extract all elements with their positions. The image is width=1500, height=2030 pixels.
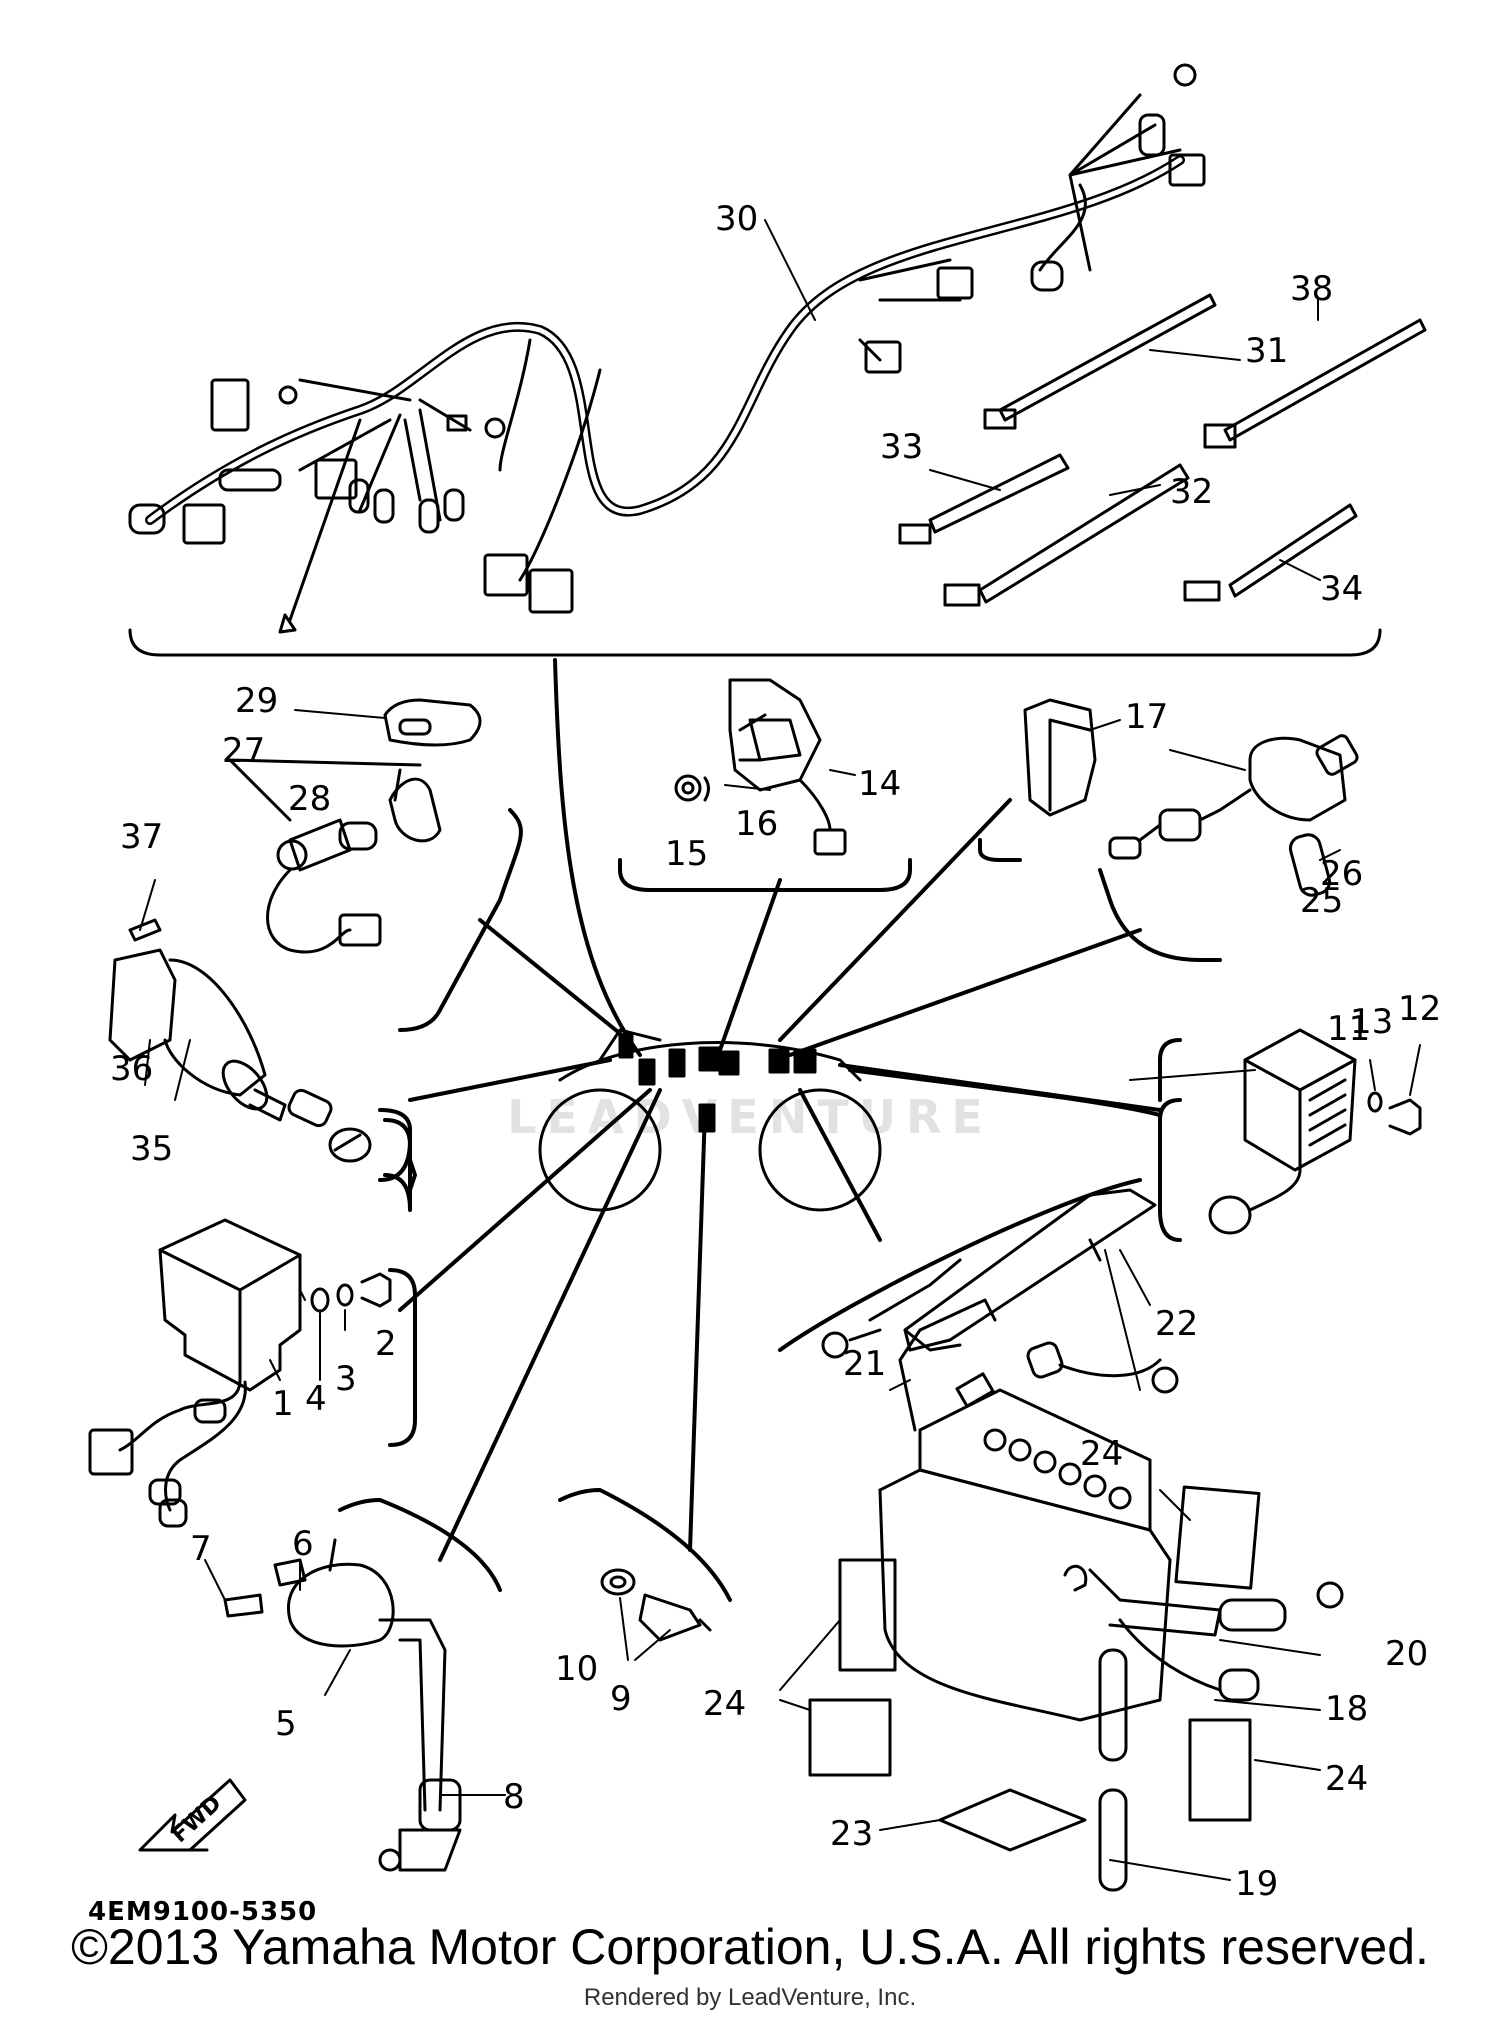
wire-harness [145, 93, 1185, 622]
callout-15: 15 [665, 834, 708, 874]
fwd-label: FWD [167, 1791, 227, 1848]
callout-18: 18 [1325, 1689, 1368, 1729]
callout-labels: 1 2 3 4 5 6 7 8 9 10 11 12 13 14 15 16 1… [110, 199, 1441, 1904]
battery-band [903, 1188, 1157, 1352]
sensor-group [228, 698, 482, 954]
callout-37: 37 [120, 817, 163, 857]
callout-16: 16 [735, 804, 778, 844]
rectifier [1208, 1028, 1422, 1235]
callout-23: 23 [830, 1814, 873, 1854]
callout-3: 3 [335, 1359, 357, 1399]
callout-21: 21 [843, 1344, 886, 1384]
ignition-coil [223, 1538, 462, 1872]
callout-24c: 24 [1325, 1759, 1368, 1799]
callout-11: 11 [1327, 1009, 1370, 1049]
callout-7: 7 [190, 1529, 212, 1569]
leader-lines [398, 658, 1162, 1562]
callout-10: 10 [555, 1649, 598, 1689]
callout-33: 33 [880, 427, 923, 467]
callout-leaders [139, 219, 1421, 1881]
callout-38: 38 [1290, 269, 1333, 309]
callout-2: 2 [375, 1324, 397, 1364]
callout-17: 17 [1125, 697, 1168, 737]
main-switch [108, 918, 372, 1163]
callout-8: 8 [503, 1777, 525, 1817]
callout-6: 6 [292, 1524, 314, 1564]
callout-24b: 24 [703, 1684, 746, 1724]
callout-1: 1 [272, 1384, 294, 1424]
harness-connectors [128, 63, 1206, 634]
vehicle-outline [538, 1028, 882, 1212]
callout-4: 4 [305, 1379, 327, 1419]
callout-30: 30 [715, 199, 758, 239]
relay [1023, 698, 1097, 817]
neutral-switch [600, 1568, 712, 1642]
group-brackets [338, 808, 1222, 1602]
callout-32: 32 [1170, 472, 1213, 512]
callout-20: 20 [1385, 1634, 1428, 1674]
callout-22: 22 [1155, 1304, 1198, 1344]
harness-brace [128, 628, 1382, 657]
callout-19: 19 [1235, 1864, 1278, 1904]
callout-26: 26 [1320, 854, 1363, 894]
battery [808, 1258, 1344, 1892]
callout-34: 34 [1320, 569, 1363, 609]
callout-28: 28 [288, 779, 331, 819]
copyright-notice: ©2013 Yamaha Motor Corporation, U.S.A. A… [71, 1919, 1429, 1975]
callout-24a: 24 [1080, 1434, 1123, 1474]
callout-14: 14 [858, 764, 901, 804]
cdi-unit [88, 1218, 392, 1528]
callout-25: 25 [1300, 881, 1343, 921]
callout-35: 35 [130, 1129, 173, 1169]
watermark: LEADVENTURE [507, 1090, 993, 1144]
callout-12: 12 [1398, 989, 1441, 1029]
part-code: 4EM9100-5350 [88, 1897, 317, 1927]
callout-36: 36 [110, 1049, 153, 1089]
callout-13: 13 [1350, 1002, 1393, 1042]
callout-31: 31 [1245, 331, 1288, 371]
fuse-holder [1108, 734, 1359, 897]
callout-5: 5 [275, 1704, 297, 1744]
starter-relay [674, 678, 847, 856]
callout-27: 27 [222, 731, 265, 771]
cable-ties [898, 293, 1427, 607]
callout-29: 29 [235, 681, 278, 721]
callout-9: 9 [610, 1679, 632, 1719]
fwd-arrow-icon [138, 1778, 247, 1852]
rendered-by-notice: Rendered by LeadVenture, Inc. [583, 1984, 917, 2011]
